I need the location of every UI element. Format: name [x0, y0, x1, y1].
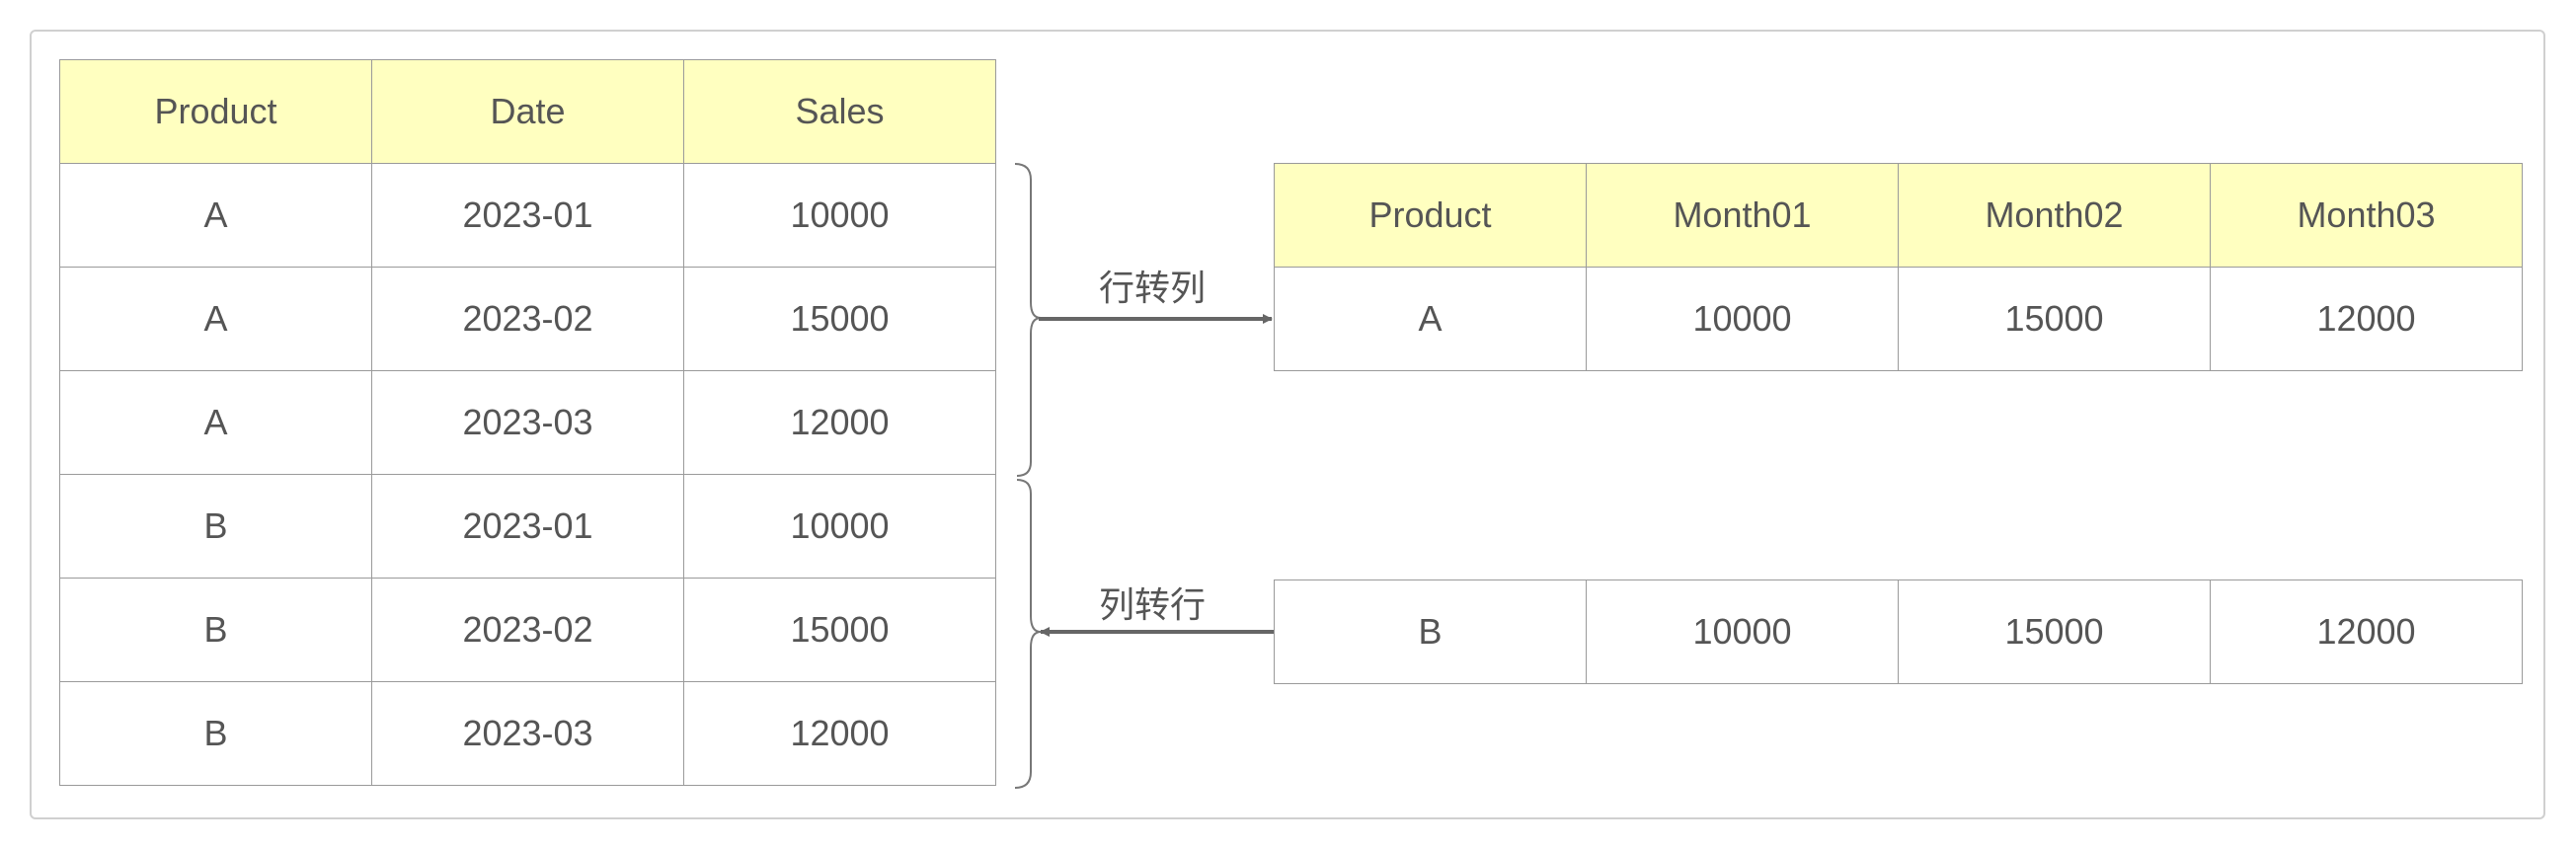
- table-cell: 12000: [683, 370, 996, 475]
- table-cell: 12000: [683, 681, 996, 786]
- table-row: A 10000 15000 12000: [1274, 267, 2523, 371]
- header-cell-product: Product: [1274, 163, 1587, 268]
- arrow-label-columns-to-rows: 列转行: [1099, 585, 1207, 626]
- table-header-row: Product Date Sales: [59, 59, 996, 164]
- table-cell: A: [59, 370, 372, 475]
- table-cell: B: [59, 474, 372, 579]
- arrow-label-rows-to-columns: 行转列: [1099, 269, 1207, 309]
- table-cell: 2023-02: [371, 578, 684, 682]
- table-cell: 15000: [683, 267, 996, 371]
- table-row: B 2023-03 12000: [59, 681, 996, 786]
- table-cell: 2023-03: [371, 681, 684, 786]
- wide-format-table-product-b: B 10000 15000 12000: [1274, 580, 2523, 684]
- table-cell: 12000: [2210, 580, 2523, 684]
- header-cell-month01: Month01: [1586, 163, 1899, 268]
- table-cell: 10000: [683, 474, 996, 579]
- table-row: B 10000 15000 12000: [1274, 580, 2523, 684]
- table-cell: B: [59, 681, 372, 786]
- table-cell: 2023-01: [371, 163, 684, 268]
- wide-format-table-product-a: Product Month01 Month02 Month03 A 10000 …: [1274, 163, 2523, 371]
- table-row: B 2023-02 15000: [59, 578, 996, 682]
- brace-top: [1014, 163, 1042, 477]
- table-cell: 10000: [683, 163, 996, 268]
- table-cell: A: [1274, 267, 1587, 371]
- table-row: A 2023-03 12000: [59, 370, 996, 475]
- header-cell-sales: Sales: [683, 59, 996, 164]
- table-cell: 15000: [1898, 267, 2211, 371]
- table-cell: 2023-03: [371, 370, 684, 475]
- table-cell: 2023-01: [371, 474, 684, 579]
- header-cell-date: Date: [371, 59, 684, 164]
- table-cell: 12000: [2210, 267, 2523, 371]
- table-header-row: Product Month01 Month02 Month03: [1274, 163, 2523, 268]
- long-format-table: Product Date Sales A 2023-01 10000 A 202…: [59, 59, 996, 786]
- table-row: A 2023-02 15000: [59, 267, 996, 371]
- table-cell: 10000: [1586, 580, 1899, 684]
- table-row: B 2023-01 10000: [59, 474, 996, 579]
- header-cell-product: Product: [59, 59, 372, 164]
- table-cell: 15000: [1898, 580, 2211, 684]
- table-cell: B: [1274, 580, 1587, 684]
- table-cell: 15000: [683, 578, 996, 682]
- brace-bottom: [1014, 479, 1042, 789]
- table-cell: B: [59, 578, 372, 682]
- table-cell: 10000: [1586, 267, 1899, 371]
- table-cell: 2023-02: [371, 267, 684, 371]
- table-row: A 2023-01 10000: [59, 163, 996, 268]
